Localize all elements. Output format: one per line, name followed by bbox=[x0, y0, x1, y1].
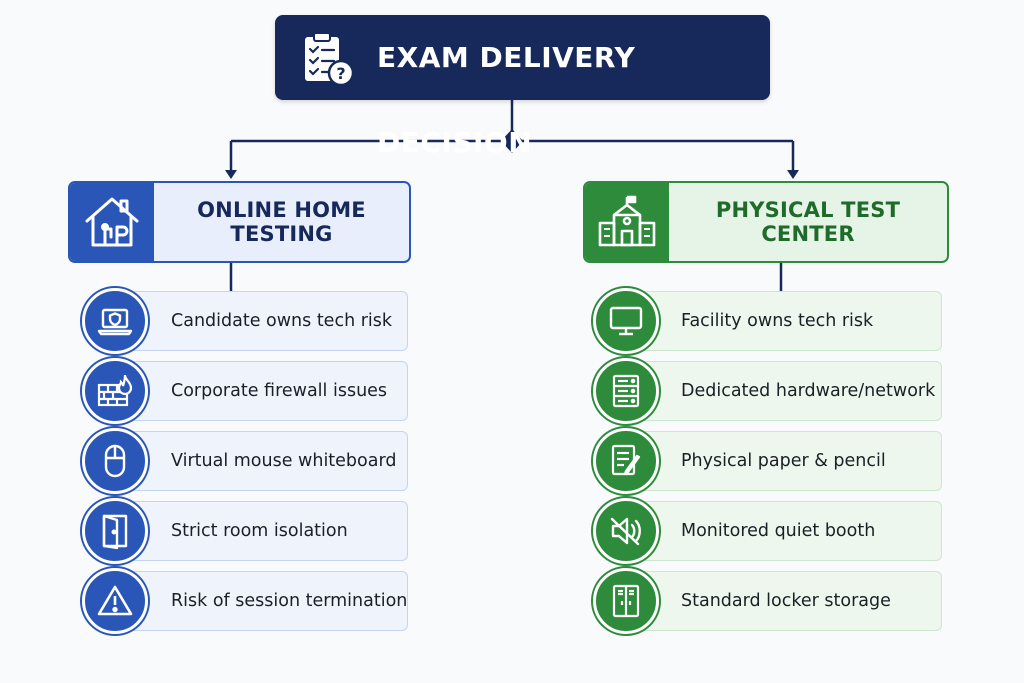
list-item-physical-2: Dedicated hardware/network bbox=[620, 361, 942, 421]
item-icon-circle bbox=[82, 428, 148, 494]
item-label: Standard locker storage bbox=[681, 591, 891, 611]
speaker-muted-icon bbox=[610, 517, 641, 546]
arrowhead-left bbox=[225, 170, 237, 179]
list-item-online-4: Strict room isolation bbox=[110, 501, 408, 561]
locker-icon bbox=[612, 584, 640, 618]
list-item-online-3: Virtual mouse whiteboard bbox=[110, 431, 408, 491]
server-icon bbox=[612, 374, 640, 408]
branch-header-online: ONLINE HOME TESTING bbox=[68, 181, 411, 263]
monitor-icon bbox=[609, 306, 643, 336]
header-icon-box bbox=[585, 183, 669, 261]
item-icon-circle bbox=[593, 288, 659, 354]
branch-title-online: ONLINE HOME TESTING bbox=[197, 198, 366, 246]
paper-pencil-icon bbox=[611, 444, 641, 476]
item-label: Strict room isolation bbox=[171, 521, 348, 541]
branch-header-physical: PHYSICAL TEST CENTER bbox=[583, 181, 949, 263]
page-title: EXAM DELIVERY DECISION bbox=[377, 41, 636, 159]
list-item-online-5: Risk of session termination bbox=[110, 571, 408, 631]
mouse-icon bbox=[104, 444, 126, 478]
list-item-online-2: Corporate firewall issues bbox=[110, 361, 408, 421]
item-label: Virtual mouse whiteboard bbox=[171, 451, 397, 471]
list-item-physical-4: Monitored quiet booth bbox=[620, 501, 942, 561]
smart-home-icon bbox=[85, 197, 139, 247]
item-label: Facility owns tech risk bbox=[681, 311, 874, 331]
list-item-physical-5: Standard locker storage bbox=[620, 571, 942, 631]
item-icon-circle bbox=[82, 288, 148, 354]
item-icon-circle bbox=[593, 428, 659, 494]
item-icon-circle bbox=[593, 498, 659, 564]
svg-text:?: ? bbox=[336, 64, 345, 83]
list-item-physical-1: Facility owns tech risk bbox=[620, 291, 942, 351]
laptop-shield-icon bbox=[97, 308, 133, 336]
clipboard-question-icon: ? bbox=[305, 32, 355, 87]
school-building-icon bbox=[598, 195, 656, 247]
firewall-icon bbox=[97, 374, 133, 407]
item-icon-circle bbox=[82, 358, 148, 424]
list-item-physical-3: Physical paper & pencil bbox=[620, 431, 942, 491]
title-box: ? EXAM DELIVERY DECISION bbox=[275, 15, 770, 159]
item-label: Candidate owns tech risk bbox=[171, 311, 393, 331]
item-label: Monitored quiet booth bbox=[681, 521, 876, 541]
list-item-online-1: Candidate owns tech risk bbox=[110, 291, 408, 351]
item-icon-circle bbox=[82, 568, 148, 634]
item-icon-circle bbox=[593, 568, 659, 634]
item-icon-circle bbox=[82, 498, 148, 564]
header-icon-box bbox=[70, 183, 154, 261]
item-label: Risk of session termination bbox=[171, 591, 408, 611]
item-icon-circle bbox=[593, 358, 659, 424]
branch-title-physical: PHYSICAL TEST CENTER bbox=[715, 198, 901, 246]
item-label: Corporate firewall issues bbox=[171, 381, 388, 401]
arrowhead-right bbox=[787, 170, 799, 179]
warning-icon bbox=[97, 585, 133, 616]
door-icon bbox=[102, 514, 128, 550]
item-label: Physical paper & pencil bbox=[681, 451, 886, 471]
item-label: Dedicated hardware/network bbox=[681, 381, 936, 401]
